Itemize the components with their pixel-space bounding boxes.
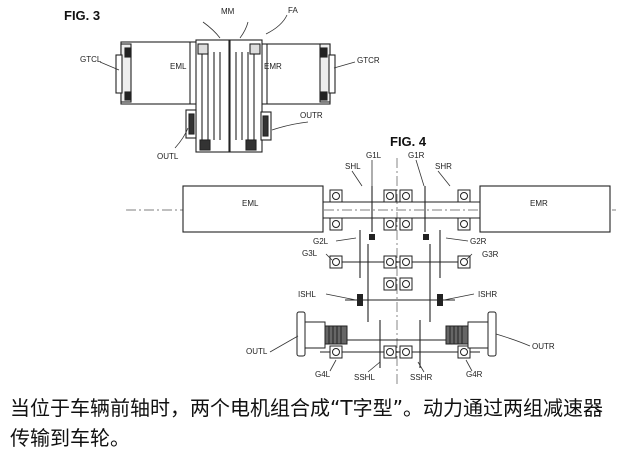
- fig3-label-emr: EMR: [264, 62, 282, 71]
- fig4-label-sshr: SSHR: [410, 373, 432, 382]
- fig4-label-shl: SHL: [345, 162, 361, 171]
- fig4-label-g3r: G3R: [482, 250, 499, 259]
- fig3-output-outr: [260, 111, 272, 141]
- fig4-output-outr: [445, 311, 497, 357]
- fig3-label-eml: EML: [170, 62, 187, 71]
- fig4-label-sshl: SSHL: [354, 373, 375, 382]
- fig3-gearbox: [195, 39, 263, 153]
- fig4-label-ishr: ISHR: [478, 290, 497, 299]
- fig3-label-fa: FA: [288, 6, 298, 15]
- fig4-bearings: [329, 189, 471, 359]
- fig3-output-outl: [185, 109, 197, 139]
- patent-drawing: FIG. 3: [64, 6, 616, 384]
- fig4-label-g4r: G4R: [466, 370, 483, 379]
- fig3-label-gtcr: GTCR: [357, 56, 380, 65]
- fig3-motor-eml: [115, 41, 200, 105]
- fig4-label-g1r: G1R: [408, 151, 425, 160]
- fig4-motor-eml: [182, 185, 324, 233]
- fig4-label-eml: EML: [242, 199, 259, 208]
- fig4-motor-emr: [479, 185, 611, 233]
- fig4-label-g4l: G4L: [315, 370, 331, 379]
- fig3-motor-emr: [257, 43, 336, 105]
- fig3-label-gtcl: GTCL: [80, 55, 102, 64]
- fig3-diagram: FIG. 3: [64, 6, 380, 161]
- fig4-label-g3l: G3L: [302, 249, 318, 258]
- fig3-label-outl: OUTL: [157, 152, 179, 161]
- fig4-output-outl: [296, 311, 348, 357]
- caption-text: 当位于车辆前轴时，两个电机组合成“T字型”。动力通过两组减速器传输到车轮。: [10, 396, 603, 450]
- fig4-diagram: FIG. 4: [126, 134, 616, 384]
- fig4-label-outr: OUTR: [532, 342, 555, 351]
- fig3-label-outr: OUTR: [300, 111, 323, 120]
- fig3-title: FIG. 3: [64, 8, 100, 23]
- fig4-label-g2l: G2L: [313, 237, 329, 246]
- fig4-label-g2r: G2R: [470, 237, 487, 246]
- fig4-title: FIG. 4: [390, 134, 427, 149]
- fig4-label-outl: OUTL: [246, 347, 268, 356]
- fig4-label-g1l: G1L: [366, 151, 382, 160]
- fig4-label-ishl: ISHL: [298, 290, 316, 299]
- fig4-label-emr: EMR: [530, 199, 548, 208]
- fig4-label-shr: SHR: [435, 162, 452, 171]
- fig3-label-mm: MM: [221, 7, 235, 16]
